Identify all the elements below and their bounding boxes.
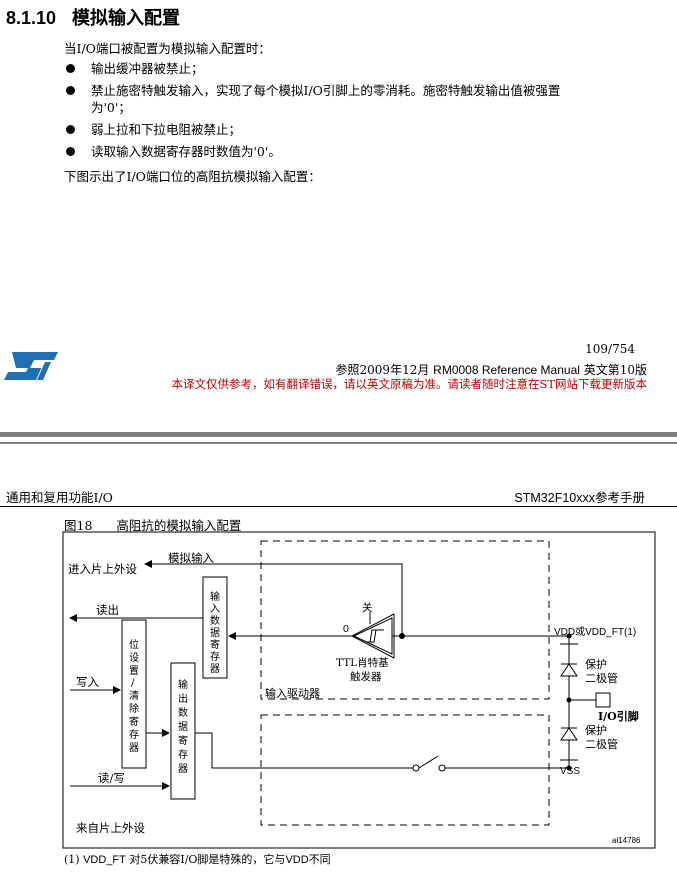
diagram-label: 位	[129, 638, 139, 651]
bit-set-reset-register-label: 位 设 置 / 清 除 寄 存 器	[129, 638, 139, 754]
diagram-label: 寄	[129, 715, 139, 728]
io-pin-icon	[595, 692, 611, 708]
label-io-pin: I/O引脚	[598, 709, 639, 723]
diagram-label: 器	[129, 742, 139, 754]
diagram-label: 除	[129, 702, 139, 715]
footnote-suffix: 不同	[308, 853, 331, 866]
figure-footnote: (1) VDD_FT 对5伏兼容I/O脚是特殊的，它与VDD不同	[64, 851, 331, 867]
diagram-label: 器	[210, 663, 220, 675]
bullet-icon	[66, 86, 75, 95]
analog-input-line	[144, 560, 403, 636]
label-protect-2b: 二极管	[585, 737, 618, 751]
footnote-symbol-1: VDD_FT	[83, 854, 126, 866]
label-from-periph: 来自片上外设	[76, 821, 145, 835]
output-data-register-label: 输 出 数 据 寄 存 器	[178, 678, 188, 775]
section-title: 模拟输入配置	[72, 8, 181, 28]
diagram-label: 输	[178, 678, 188, 691]
diagram-label: 据	[210, 626, 220, 639]
diagram-label: 入	[210, 604, 220, 615]
reference-doc: RM0008 Reference Manual	[433, 363, 580, 377]
label-protect-1b: 二极管	[585, 671, 618, 685]
reference-line: 参照2009年12月 RM0008 Reference Manual 英文第10…	[336, 361, 647, 378]
diagram-label: 出	[178, 692, 188, 705]
section-heading: 8.1.10 模拟输入配置	[6, 4, 180, 30]
label-off: 关	[362, 601, 373, 614]
page-separator	[0, 432, 677, 437]
label-to-periph: 进入片上外设	[68, 562, 137, 576]
figure-frame	[62, 531, 656, 849]
diagram-label: 器	[178, 763, 188, 775]
diagram-label: 寄	[178, 734, 188, 747]
diagram-label: 据	[178, 720, 188, 733]
footnote-mid: 对5伏兼容I/O脚是特殊的，它与	[125, 853, 286, 866]
diagram-label: 数	[210, 614, 220, 627]
label-ttl-1: TTL肖特基	[336, 656, 389, 669]
translation-disclaimer: 本译文仅供参考，如有翻译错误，请以英文原稿为准。请读者随时注意在ST网站下载更新…	[171, 377, 647, 391]
output-switch	[418, 755, 439, 769]
figure-title: 高阻抗的模拟输入配置	[116, 518, 242, 533]
bullet-icon	[66, 64, 75, 73]
header-rule	[0, 506, 677, 507]
section-number: 8.1.10	[6, 8, 57, 28]
intro-text: 当I/O端口被配置为模拟输入配置时：	[64, 41, 271, 56]
label-write: 写入	[76, 675, 99, 689]
bullet-item-4: 读取输入数据寄存器时数值为'0'。	[91, 144, 281, 159]
reference-suffix: 英文第10版	[579, 363, 647, 377]
odr-output-line	[195, 732, 413, 769]
protection-diode-icon	[560, 727, 578, 741]
label-zero: 0	[343, 623, 349, 635]
input-data-register	[202, 576, 228, 679]
page-separator	[0, 442, 677, 444]
bullet-item-2-cont: 为'0'；	[91, 100, 131, 115]
label-protect-1a: 保护	[585, 657, 607, 671]
bullet-icon	[66, 147, 75, 156]
schmitt-trigger-icon	[352, 612, 393, 655]
diagram-label: 设	[129, 652, 139, 664]
bullet-icon	[66, 125, 75, 134]
footnote-symbol-2: VDD	[285, 854, 309, 866]
label-analog-input: 模拟输入	[168, 551, 214, 565]
output-driver-box	[260, 714, 550, 826]
diagram-label: 存	[178, 748, 188, 761]
footnote-prefix: (1)	[64, 853, 84, 866]
diagram-label: 寄	[210, 638, 220, 651]
bit-set-reset-register	[121, 619, 147, 769]
label-input-driver: 输入驱动器	[265, 686, 320, 700]
label-figure-id: ai14786	[612, 836, 641, 845]
diagram-label: 清	[129, 689, 139, 702]
diagram-label: /	[131, 678, 135, 689]
diagram-label: 存	[210, 650, 220, 663]
outro-text: 下图示出了I/O端口位的高阻抗模拟输入配置：	[64, 169, 321, 184]
page-number: 109/754	[585, 342, 635, 356]
label-read: 读出	[96, 603, 119, 617]
switch-contact	[412, 764, 420, 772]
running-header-left: 通用和复用功能I/O	[6, 490, 113, 505]
input-driver-box	[260, 540, 550, 700]
label-protect-2a: 保护	[585, 723, 607, 737]
diagram-label: 数	[178, 706, 188, 719]
figure-caption: 图18 高阻抗的模拟输入配置	[64, 515, 241, 534]
protection-diode-icon	[560, 663, 578, 677]
diagram-label: 置	[129, 665, 139, 677]
output-data-register	[170, 662, 196, 800]
bullet-item-1: 输出缓冲器被禁止；	[91, 61, 204, 76]
running-header-right: STM32F10xxx参考手册	[514, 491, 645, 505]
reference-prefix: 参照2009年12月	[335, 363, 434, 377]
bullet-item-2: 禁止施密特触发输入，实现了每个模拟I/O引脚上的零消耗。施密特触发输出值被强置	[91, 83, 561, 98]
input-data-register-label: 输 入 数 据 寄 存 器	[210, 590, 220, 675]
bullet-item-3: 弱上拉和下拉电阻被禁止；	[91, 122, 242, 137]
label-rw: 读/写	[98, 771, 125, 785]
figure-number: 图18	[64, 518, 93, 533]
label-vdd: VDD或VDD_FT(1)	[554, 626, 636, 638]
st-logo	[4, 352, 58, 380]
diagram-label: 输	[210, 590, 220, 603]
label-vss: VSS	[560, 766, 580, 777]
diagram-label: 存	[129, 728, 139, 741]
label-ttl-2: 触发器	[350, 670, 382, 683]
